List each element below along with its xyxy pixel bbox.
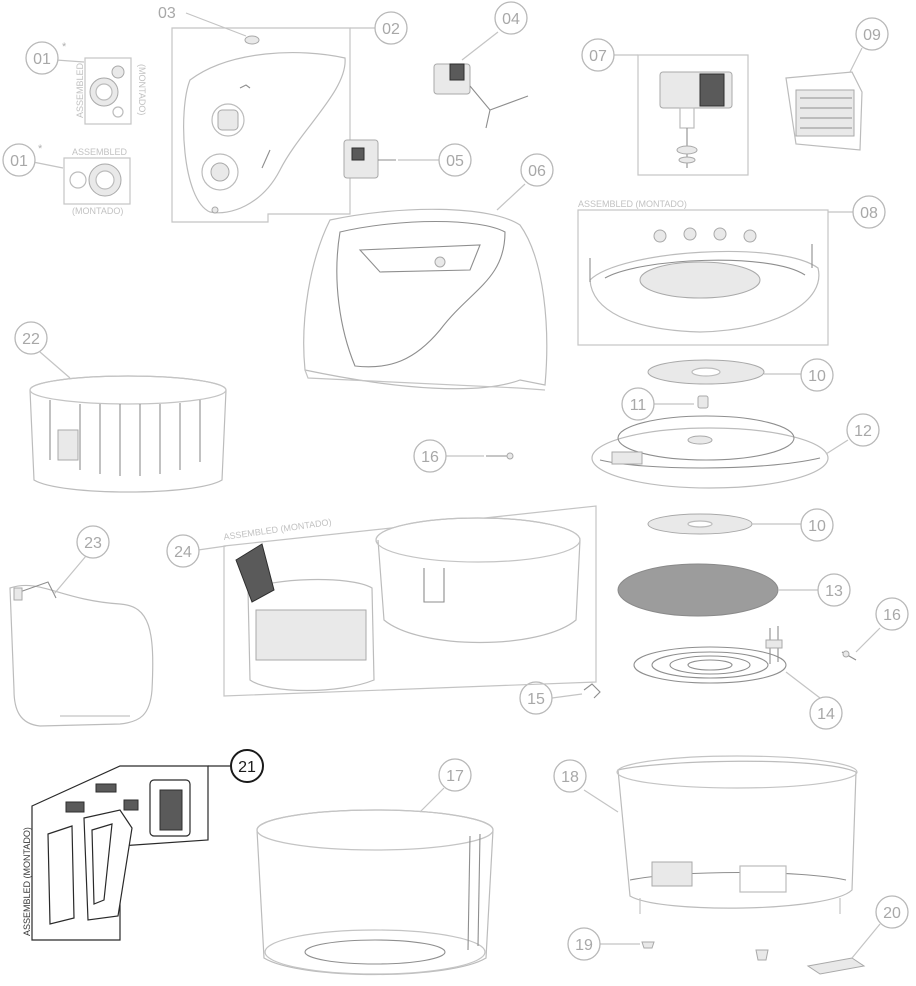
assembled-label-01a-left: ASSEMBLED <box>75 62 85 118</box>
part-01-knob-assembly-lower: ASSEMBLED (MONTADO) <box>63 147 131 216</box>
callout-02: 02 <box>350 11 408 45</box>
callout-03: 03 <box>158 5 247 37</box>
callout-label-17: 17 <box>446 768 464 785</box>
part-06-top-housing <box>303 208 548 391</box>
callout-10b: 10 <box>752 508 834 542</box>
callout-label-14: 14 <box>817 706 835 723</box>
part-12-heat-shield <box>591 415 829 489</box>
assembled-label-01a-right: (MONTADO) <box>137 64 147 115</box>
assembled-label-24: ASSEMBLED (MONTADO) <box>223 517 332 542</box>
part-17-outer-pot <box>256 809 494 976</box>
asterisk-marker-a: * <box>62 41 67 53</box>
callout-label-15: 15 <box>527 691 545 708</box>
part-22-basket-cage <box>29 375 227 493</box>
part-14-heating-element <box>633 626 787 684</box>
callout-label-18: 18 <box>561 769 579 786</box>
assembled-label-08: ASSEMBLED (MONTADO) <box>578 199 687 209</box>
callout-22: 22 <box>14 321 71 379</box>
callout-label-06: 06 <box>528 163 546 180</box>
callout-13: 13 <box>778 573 851 607</box>
part-20-label-plate <box>806 957 866 975</box>
callout-label-13: 13 <box>825 583 843 600</box>
callout-label-23: 23 <box>84 535 102 552</box>
callout-16b: 16 <box>855 597 909 653</box>
callout-17: 17 <box>419 758 472 813</box>
callout-label-05: 05 <box>446 153 464 170</box>
assembled-label-21: ASSEMBLED (MONTADO) <box>22 827 32 936</box>
callout-15: 15 <box>519 681 583 715</box>
callout-label-08: 08 <box>860 205 878 222</box>
callout-11: 11 <box>621 387 694 421</box>
callout-label-24: 24 <box>174 544 192 561</box>
callout-label-16b: 16 <box>883 607 901 624</box>
callout-14: 14 <box>785 671 843 730</box>
callout-label-22: 22 <box>22 331 40 348</box>
part-03-small-screw <box>244 35 260 45</box>
callout-06: 06 <box>496 153 554 211</box>
callout-label-01b: 01 <box>10 153 28 170</box>
part-07-motor <box>637 54 749 176</box>
part-11-nut <box>697 395 709 409</box>
part-21-handle-assembly: ASSEMBLED (MONTADO) <box>22 765 209 941</box>
part-13-filter-mesh <box>617 563 779 617</box>
callout-08: 08 <box>828 195 886 229</box>
part-16-screw-right <box>841 650 857 661</box>
callout-label-03: 03 <box>158 5 176 22</box>
asterisk-marker-b: * <box>38 143 43 155</box>
callout-04: 04 <box>461 1 528 61</box>
part-10-fan-upper <box>647 359 765 385</box>
assembled-label-01b-top: ASSEMBLED <box>72 147 128 157</box>
callout-09: 09 <box>849 17 889 73</box>
assembled-label-01b-bottom: (MONTADO) <box>72 206 123 216</box>
callout-05: 05 <box>398 143 472 177</box>
part-01-knob-assembly-upper: ASSEMBLED (MONTADO) <box>75 57 147 125</box>
part-15-clip <box>583 683 601 699</box>
callout-label-09: 09 <box>863 27 881 44</box>
callout-label-19: 19 <box>575 937 593 954</box>
part-24-basket-assembly: ASSEMBLED (MONTADO) <box>223 505 597 697</box>
part-18-base-housing <box>616 755 858 914</box>
part-09-vent-grille <box>785 71 863 151</box>
part-19-rubber-foot <box>641 941 769 961</box>
callout-label-16a: 16 <box>421 449 439 466</box>
callout-label-20: 20 <box>883 905 901 922</box>
part-08-motor-bracket: ASSEMBLED (MONTADO) <box>577 199 829 346</box>
part-05-timer-module <box>343 139 396 179</box>
callout-label-21: 21 <box>238 759 256 776</box>
callout-label-07: 07 <box>589 48 607 65</box>
part-04-thermostat-switch <box>433 63 529 129</box>
part-10-fan-lower <box>647 513 753 535</box>
callout-12: 12 <box>825 413 880 455</box>
callout-19: 19 <box>567 927 640 961</box>
part-23-front-cover <box>9 581 154 727</box>
callout-label-04: 04 <box>502 11 520 28</box>
callout-18: 18 <box>553 759 619 813</box>
callout-07: 07 <box>581 38 638 72</box>
part-02-control-panel <box>171 27 351 223</box>
callout-01b: 01 * <box>2 143 64 177</box>
part-16-screw-mid <box>486 452 514 460</box>
callout-label-01a: 01 <box>33 51 51 68</box>
callout-label-02: 02 <box>382 21 400 38</box>
callout-10a: 10 <box>764 358 834 392</box>
callout-21: 21 <box>208 749 264 783</box>
callout-20: 20 <box>851 895 909 959</box>
callout-16a: 16 <box>413 439 484 473</box>
callout-label-11: 11 <box>630 397 647 414</box>
callout-24: 24 <box>166 534 227 568</box>
callout-label-10a: 10 <box>808 368 826 385</box>
callout-01a: 01 * <box>25 41 85 75</box>
callout-23: 23 <box>53 525 110 595</box>
callout-label-12: 12 <box>854 423 872 440</box>
callout-label-10b: 10 <box>808 518 826 535</box>
